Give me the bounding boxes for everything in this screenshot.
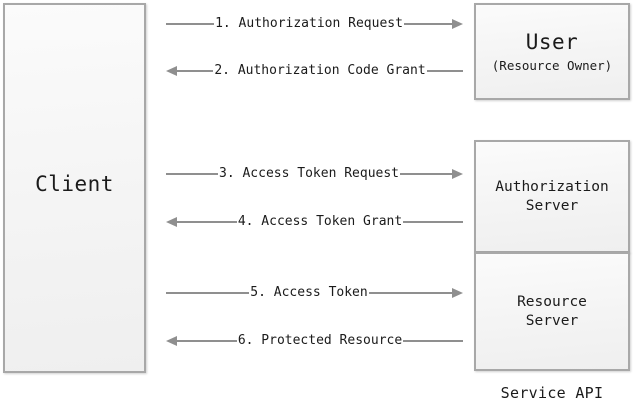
flow-arrow-1: 1. Authorization Request <box>166 14 463 34</box>
arrow-left-icon <box>166 217 177 227</box>
node-authorization-server: Authorization Server <box>474 140 630 253</box>
flow-arrow-5-line-right <box>368 292 452 294</box>
arrow-right-icon <box>452 169 464 179</box>
arrow-left-icon <box>166 336 177 346</box>
flow-arrow-2-line-right <box>426 70 464 72</box>
flow-arrow-5-line-left <box>166 292 250 294</box>
arrow-right-icon <box>452 288 463 298</box>
flow-arrow-2-line-left <box>177 70 214 72</box>
flow-arrow-4: 4. Access Token Grant <box>166 212 463 232</box>
node-resource-server: Resource Server <box>474 252 630 371</box>
arrow-left-icon <box>166 66 177 76</box>
flow-arrow-2-label: 2. Authorization Code Grant <box>214 62 426 78</box>
service-api-caption: Service API <box>500 384 604 402</box>
flow-arrow-1-line-right <box>403 23 452 25</box>
flow-arrow-3: 3. Access Token Request <box>166 164 464 184</box>
flow-arrow-5-label: 5. Access Token <box>250 284 368 300</box>
flow-arrow-5: 5. Access Token <box>166 283 463 303</box>
arrow-right-icon <box>452 19 463 29</box>
flow-arrow-3-line-left <box>166 173 218 175</box>
flow-arrow-4-line-left <box>177 221 237 223</box>
flow-arrow-3-line-right <box>400 173 453 175</box>
flow-arrow-3-label: 3. Access Token Request <box>219 165 400 181</box>
node-resource-server-label-line2: Server <box>525 312 579 329</box>
flow-arrow-6-line-left <box>177 340 237 342</box>
node-client: Client <box>3 3 146 373</box>
flow-arrow-6-label: 6. Protected Resource <box>237 332 403 348</box>
node-client-label: Client <box>35 171 114 196</box>
node-resource-server-label-line1: Resource <box>517 293 587 310</box>
node-user-label: User <box>525 29 579 54</box>
flow-arrow-6: 6. Protected Resource <box>166 331 463 351</box>
node-authorization-server-label-line2: Server <box>525 197 579 214</box>
node-user-sublabel: (Resource Owner) <box>491 58 613 74</box>
flow-arrow-6-line-right <box>403 340 463 342</box>
flow-arrow-4-label: 4. Access Token Grant <box>237 213 403 229</box>
flow-arrow-1-line-left <box>166 23 215 25</box>
node-authorization-server-label-line1: Authorization <box>495 178 609 195</box>
flow-arrow-4-line-right <box>403 221 463 223</box>
flow-arrow-2: 2. Authorization Code Grant <box>166 61 464 81</box>
node-user: User (Resource Owner) <box>474 3 630 100</box>
flow-arrow-1-label: 1. Authorization Request <box>215 15 403 31</box>
